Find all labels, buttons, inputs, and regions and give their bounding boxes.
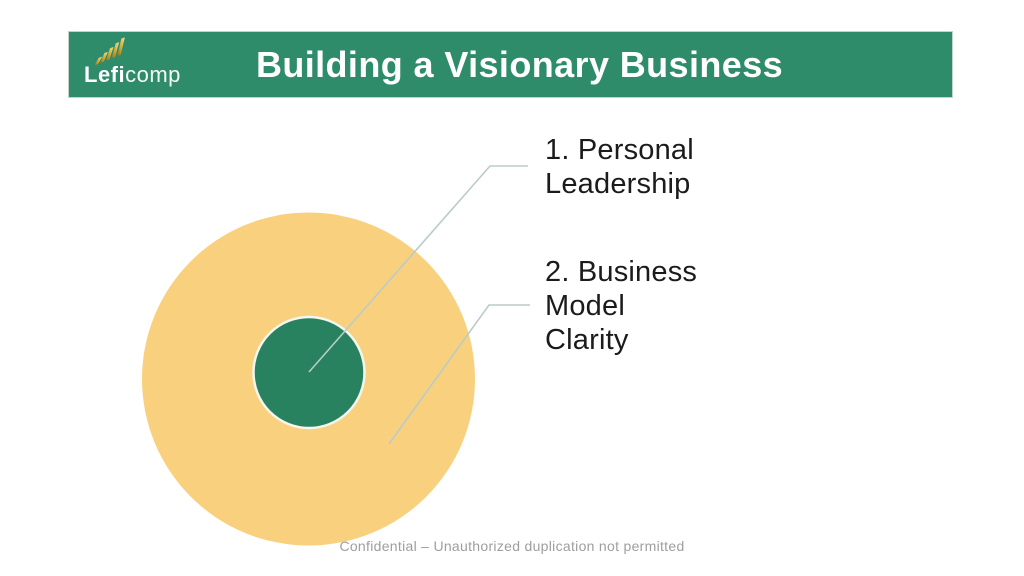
callout-label-line: Leadership (545, 168, 691, 200)
rising-gold-bars-icon (94, 37, 125, 66)
callout-line-1 (308, 165, 528, 373)
logo-wordmark-bold: Lefi (84, 62, 126, 87)
callout-label-business-model-clarity: 2. Business Model Clarity (545, 255, 697, 357)
logo-wordmark-light: comp (125, 62, 181, 87)
logo-wordmark: Leficomp (84, 62, 181, 88)
page-title: Building a Visionary Business (255, 43, 784, 85)
callout-label-line: 1. Personal (545, 134, 694, 166)
callout-label-line: Clarity (545, 324, 629, 356)
logo: Leficomp (83, 32, 243, 97)
callout-label-line: 2. Business (545, 256, 698, 288)
confidentiality-footer: Confidential – Unauthorized duplication … (339, 538, 685, 554)
callout-label-line: Model (545, 290, 625, 322)
callout-line-2 (388, 304, 530, 445)
header-bar: Leficomp Building a Visionary Business (68, 31, 953, 98)
callout-label-personal-leadership: 1. Personal Leadership (545, 133, 694, 201)
inner-circle (252, 315, 366, 430)
